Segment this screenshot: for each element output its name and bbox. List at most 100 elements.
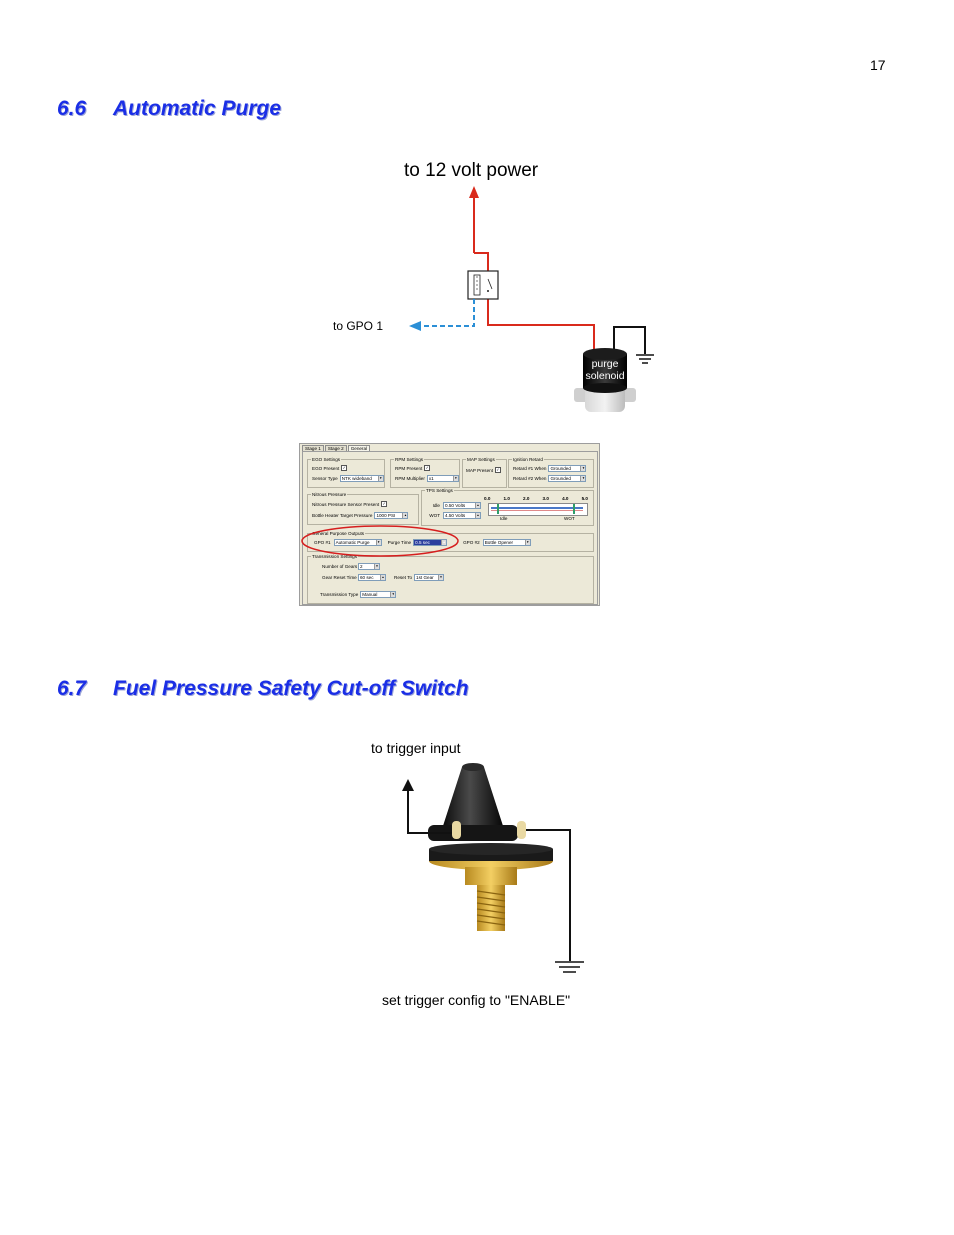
ego-present-checkbox[interactable]: ✓ — [341, 465, 348, 471]
group-title: General Purpose Outputs — [311, 531, 366, 536]
nitrous-sensor-checkbox[interactable]: ✓ — [381, 501, 388, 507]
idle-marker: Idle — [500, 516, 508, 521]
group-title: MAP Settings — [466, 457, 496, 462]
reset-to-label: Reset To — [394, 574, 413, 580]
gpo1-label: GPO #1 — [314, 539, 331, 545]
map-present-checkbox[interactable]: ✓ — [494, 467, 501, 473]
chevron-down-icon: ▼ — [580, 465, 586, 471]
solenoid-label-line1: purge — [591, 358, 619, 370]
tps-range-slider[interactable] — [488, 503, 588, 516]
section-number: 6.6 — [57, 97, 87, 120]
tab-stage-1[interactable]: Stage 1 — [302, 445, 324, 452]
slider-track — [491, 507, 583, 509]
purge-solenoid-icon — [574, 348, 636, 412]
chevron-down-icon: ▼ — [452, 475, 458, 481]
nitrous-pressure-group: Nitrous Pressure Nitrous Pressure Sensor… — [307, 492, 419, 525]
retard2-label: Retard #2 When — [513, 475, 547, 481]
scale-tick: 3.0 — [542, 496, 549, 501]
chevron-down-icon: ▼ — [375, 539, 381, 545]
reset-time-input[interactable]: 60 sec▲ — [358, 573, 386, 581]
scale-tick: 2.0 — [523, 496, 530, 501]
group-title: Nitrous Pressure — [311, 492, 348, 497]
input-value: 0.5 sec — [415, 539, 430, 545]
input-value: 0.50 Volts — [445, 502, 466, 508]
rpm-multiplier-label: RPM Multiplier — [395, 475, 425, 481]
select-value: Automatic Purge — [335, 539, 370, 545]
wot-handle[interactable] — [573, 504, 575, 514]
select-value: x1 — [428, 475, 434, 481]
chevron-down-icon: ▼ — [390, 591, 396, 597]
purge-time-input[interactable]: 0.5 sec ▲ — [413, 538, 448, 546]
chevron-down-icon: ▼ — [438, 574, 444, 580]
retard1-select[interactable]: Grounded▼ — [548, 464, 587, 472]
group-title: RPM Settings — [394, 457, 425, 462]
solenoid-label-line2: solenoid — [585, 370, 625, 382]
settings-panel: Stage 1 Stage 2 General EGO Settings EGO… — [299, 443, 600, 606]
trigger-label: to trigger input — [371, 740, 461, 756]
select-value: 1st Gear — [416, 574, 434, 580]
group-title: Ignition Retard — [512, 457, 544, 462]
gears-select[interactable]: 2▼ — [358, 562, 380, 570]
ground-wire — [526, 829, 571, 961]
solenoid-label: purge solenoid — [583, 358, 627, 382]
tps-scale: 0.0 1.0 2.0 3.0 4.0 5.0 — [484, 496, 588, 501]
sensor-type-select[interactable]: NTK wideband ▼ — [339, 474, 384, 482]
gpo-label: to GPO 1 — [333, 319, 384, 333]
trigger-wire — [402, 779, 452, 834]
page-number: 17 — [870, 57, 886, 73]
highlight-ellipse — [301, 525, 459, 557]
select-value: NTK wideband — [341, 475, 372, 481]
purge-time-label: Purge Time — [387, 539, 412, 545]
wot-volts-input[interactable]: 4.50 Volts▲ — [443, 511, 481, 519]
tab-stage-2[interactable]: Stage 2 — [324, 445, 347, 452]
map-present-label: MAP Present — [466, 467, 493, 473]
heater-pressure-input[interactable]: 1000 PSI▲ — [374, 511, 409, 519]
group-title: TPS Settings — [425, 488, 454, 493]
scale-tick: 4.0 — [562, 496, 569, 501]
chevron-down-icon: ▼ — [377, 475, 383, 481]
spinner-icon: ▲ — [441, 539, 447, 545]
nitrous-sensor-label: Nitrous Pressure Sensor Present — [312, 501, 380, 507]
section-title: Fuel Pressure Safety Cut-off Switch — [113, 677, 469, 700]
ego-settings-group: EGO Settings EGO Present✓ Sensor Type NT… — [307, 457, 385, 488]
gpo-group: General Purpose Outputs GPO #1 Automatic… — [307, 531, 594, 552]
select-value: Bottle Opener — [484, 539, 514, 545]
spinner-icon: ▲ — [380, 574, 385, 580]
power-label: to 12 volt power — [404, 160, 539, 181]
relay-icon — [467, 270, 499, 300]
chevron-down-icon: ▼ — [580, 475, 586, 481]
retard1-label: Retard #1 When — [513, 465, 547, 471]
gears-label: Number of Gears — [322, 563, 358, 569]
config-label: set trigger config to "ENABLE" — [382, 992, 571, 1008]
select-value: 2 — [360, 563, 363, 569]
signal-wire — [409, 299, 475, 331]
select-value: Grounded — [550, 475, 571, 481]
gpo2-label: GPO #2 — [463, 539, 480, 545]
trans-type-select[interactable]: Manual▼ — [360, 590, 397, 598]
purge-wiring-diagram: to 12 volt power to GPO 1 purge solenoid — [302, 158, 658, 420]
ground-icon — [555, 961, 584, 973]
idle-volts-input[interactable]: 0.50 Volts ▲ — [443, 501, 481, 509]
gpo2-select[interactable]: Bottle Opener▼ — [482, 538, 531, 546]
scale-tick: 5.0 — [581, 496, 588, 501]
spinner-icon: ▲ — [475, 512, 480, 518]
tab-general[interactable]: General — [347, 445, 371, 452]
rpm-settings-group: RPM Settings RPM Present✓ RPM Multiplier… — [390, 457, 460, 488]
spinner-icon: ▲ — [402, 512, 408, 518]
idle-label: Idle — [432, 502, 440, 508]
rpm-multiplier-select[interactable]: x1 ▼ — [426, 474, 459, 482]
spinner-icon: ▲ — [475, 502, 480, 508]
pressure-switch-diagram: to trigger input set trigger config to "… — [368, 737, 588, 1013]
scale-tick: 0.0 — [484, 496, 491, 501]
reset-to-select[interactable]: 1st Gear ▼ — [414, 573, 445, 581]
power-wire — [469, 186, 595, 353]
wot-marker: WOT — [564, 516, 575, 521]
rpm-present-checkbox[interactable]: ✓ — [424, 465, 431, 471]
idle-handle[interactable] — [497, 504, 499, 514]
wot-label: WOT — [429, 512, 440, 518]
gpo1-select[interactable]: Automatic Purge ▼ — [333, 538, 382, 546]
retard2-select[interactable]: Grounded ▼ — [548, 474, 587, 482]
ignition-retard-group: Ignition Retard Retard #1 When Grounded ▼… — [508, 457, 594, 488]
rpm-present-label: RPM Present — [395, 465, 423, 471]
